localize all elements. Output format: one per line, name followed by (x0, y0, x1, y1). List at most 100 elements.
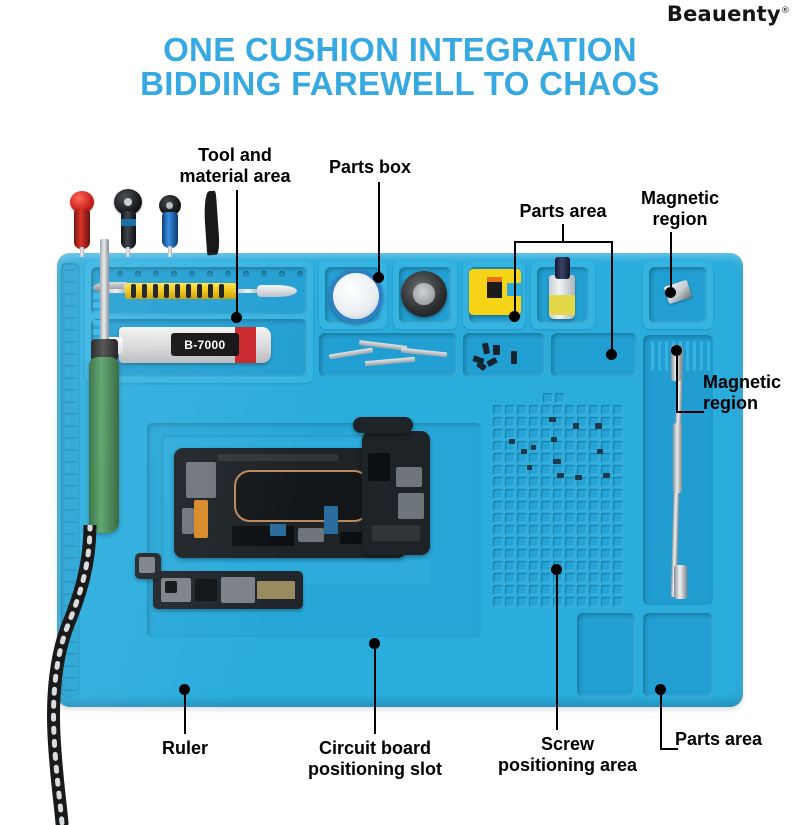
screw-grid-cell (553, 585, 563, 595)
screw-grid-cell (493, 501, 503, 511)
screw-grid-cell (565, 549, 575, 559)
grip-stripe (164, 284, 169, 298)
screw-grid-cell (529, 549, 539, 559)
screw-grid-cell (505, 417, 515, 427)
leader-dot-ruler (179, 684, 190, 695)
screw-grid-cell (589, 585, 599, 595)
brand-logo: Beauenty® (667, 2, 790, 26)
screw-grid-cell (601, 417, 611, 427)
screw-grid-cell (517, 453, 527, 463)
screw-grid-cell (505, 453, 515, 463)
callout-tool-material-area: Tool and material area (160, 145, 310, 187)
screw-grid-cell (529, 465, 539, 475)
screw-grid-cell (555, 393, 565, 403)
screw-grid-cell (529, 405, 539, 415)
screw-grid-cell (613, 573, 623, 583)
screw-grid-cell (565, 525, 575, 535)
screw-grid-cell (553, 597, 563, 607)
callout-parts-box-line1: Parts box (328, 157, 412, 177)
callout-magnetic-region-top-line2: region (652, 209, 708, 229)
grip-stripe (186, 284, 191, 298)
screw-grid-cell (553, 405, 563, 415)
ruler-tick (64, 509, 76, 511)
leader-screw-area (556, 570, 558, 730)
peg-hole (279, 271, 285, 277)
screw-grid-cell (517, 537, 527, 547)
screw-grid-cell (565, 489, 575, 499)
screw-grid-cell (517, 465, 527, 475)
screw-grid-cell (541, 489, 551, 499)
screw-grid-cell (505, 513, 515, 523)
screw-grid-cell (553, 477, 563, 487)
leader-dot-circuit-board (369, 638, 380, 649)
screw-grid-cell (493, 417, 503, 427)
leader-ruler (184, 690, 186, 734)
tray-notch (93, 311, 102, 317)
screw-grid-cell (493, 561, 503, 571)
screw-grid-cell (541, 405, 551, 415)
leader-dot-screw-area (551, 564, 562, 575)
screw-grid-cell (541, 513, 551, 523)
ruler-tick (64, 557, 76, 559)
callout-magnetic-region-top-line1: Magnetic (640, 188, 719, 208)
screw-grid-cell (493, 597, 503, 607)
screw-grid-cell (601, 513, 611, 523)
screw-grid-cell (589, 477, 599, 487)
leader-dot-magnetic-region-top (665, 287, 676, 298)
screw-grid-cell (577, 513, 587, 523)
leader-magnetic-region-right-v (676, 352, 678, 412)
screw (527, 465, 532, 470)
screw-grid-cell (613, 561, 623, 571)
leader-parts-area-top-bracket (514, 241, 613, 243)
glue-tube-red-band (234, 327, 256, 363)
screw-grid-cell (505, 585, 515, 595)
screw-grid-cell (517, 525, 527, 535)
screw (557, 473, 564, 478)
screw-grid-cell (493, 429, 503, 439)
screw-grid-cell (553, 429, 563, 439)
screw (521, 449, 527, 454)
glue-tube: B-7000 (119, 327, 271, 363)
brand-name: Beauenty (666, 2, 781, 26)
peg-hole (153, 271, 159, 277)
ruler-tick (64, 365, 76, 367)
screw-grid-cell (601, 525, 611, 535)
leader-parts-area-top-right-drop (611, 241, 613, 353)
flux-bottle (549, 275, 575, 319)
screwdriver-red (69, 191, 95, 257)
ruler-tick (64, 281, 76, 283)
ruler-tick (64, 353, 76, 355)
screw-grid-cell (577, 501, 587, 511)
screw-grid-cell (493, 441, 503, 451)
ruler-tick (64, 425, 76, 427)
screw-grid-cell (589, 489, 599, 499)
screw-grid-cell (505, 549, 515, 559)
screw-grid-cell (565, 417, 575, 427)
soldering-iron-cord (47, 525, 97, 825)
screw-grid-cell (601, 405, 611, 415)
screw (595, 423, 602, 429)
screw-grid-cell (565, 465, 575, 475)
leader-dot-tool-material-area (231, 312, 242, 323)
screw-grid-cell (589, 441, 599, 451)
screw-grid-cell (505, 537, 515, 547)
tray-notch (93, 302, 102, 308)
screw-grid-cell (589, 465, 599, 475)
ruler-tick (64, 437, 76, 439)
screw-grid-cell (589, 453, 599, 463)
screw-grid-cell (613, 489, 623, 499)
leader-circuit-board (374, 644, 376, 734)
callout-magnetic-region-right-line2: region (703, 393, 759, 413)
ruler-tick (64, 473, 76, 475)
screw-grid-cell (493, 549, 503, 559)
screw-grid-cell (493, 525, 503, 535)
screw-grid-cell (493, 513, 503, 523)
screw-grid-cell (601, 453, 611, 463)
peg-hole (225, 271, 231, 277)
grip-stripe (208, 284, 213, 298)
ruler-tick (64, 389, 76, 391)
motherboard-left-tab (135, 553, 161, 579)
peg-hole (243, 271, 249, 277)
screw-grid-cell (517, 429, 527, 439)
registered-trademark-icon: ® (780, 6, 790, 16)
